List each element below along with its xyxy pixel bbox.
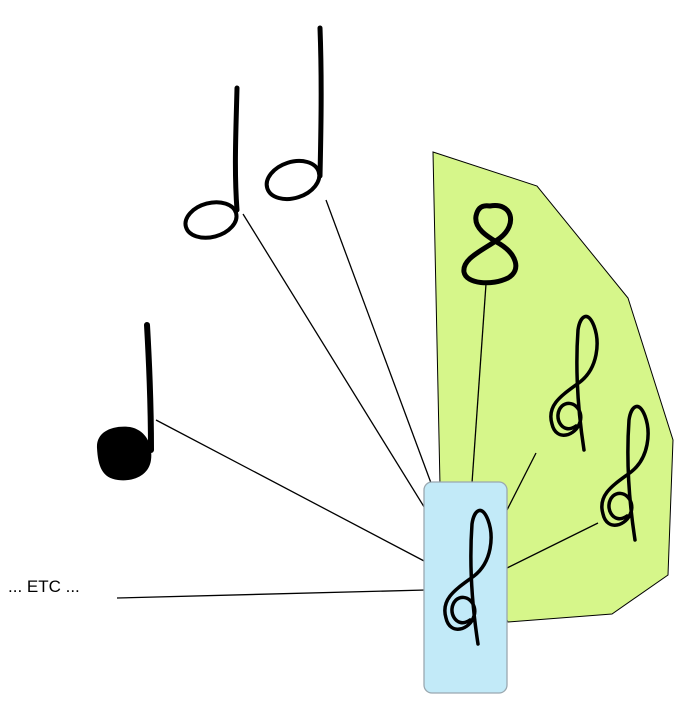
connector-eight bbox=[471, 283, 487, 484]
connector-half-note-1 bbox=[242, 213, 427, 511]
digit-eight-icon bbox=[461, 203, 519, 286]
etc-label: ... ETC ... bbox=[8, 577, 80, 596]
quarter-note-icon bbox=[96, 322, 154, 481]
half-note-icon bbox=[183, 85, 240, 240]
connector-clef-1 bbox=[506, 452, 537, 511]
connector-clef-2 bbox=[506, 522, 599, 569]
connector-etc bbox=[116, 589, 427, 599]
connector-lines bbox=[116, 199, 599, 599]
connector-half-note-2 bbox=[325, 199, 432, 484]
half-note-icon bbox=[264, 25, 324, 202]
connector-quarter-note bbox=[155, 419, 427, 563]
center-clef-box bbox=[423, 481, 508, 694]
